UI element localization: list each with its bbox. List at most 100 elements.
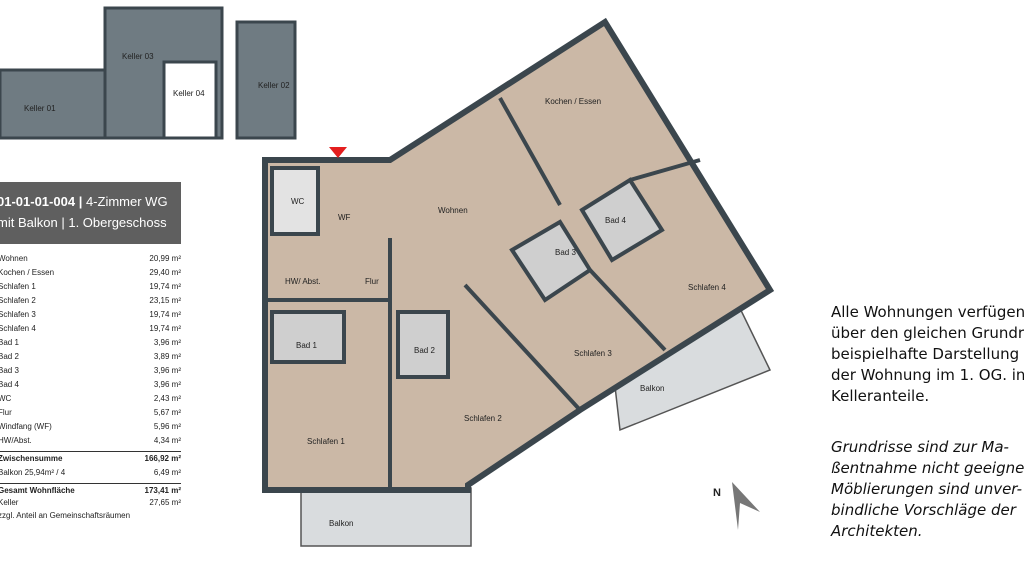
line: ßentnahme nicht geeignet. xyxy=(831,459,1024,477)
label: Balkon 25,94m² / 4 xyxy=(0,468,66,477)
room-name: Schlafen 1 xyxy=(0,282,36,291)
north-arrow-icon: N xyxy=(713,482,760,530)
room-name: Wohnen xyxy=(0,254,28,263)
label-schlafen4: Schlafen 4 xyxy=(688,283,726,292)
room-area: 3,89 m² xyxy=(153,352,181,361)
room-area: 3,96 m² xyxy=(153,380,181,389)
unit-header: 01-01-01-004 | 4-Zimmer WG mit Balkon | … xyxy=(0,182,181,244)
label-wohnen: Wohnen xyxy=(438,206,468,215)
label-keller01: Keller 01 xyxy=(24,104,56,113)
label-balkon-bottom: Balkon xyxy=(329,519,353,528)
label-wf: WF xyxy=(338,213,351,222)
cellar-note: zzgl. Anteil an Gemeinschaftsräumen xyxy=(0,509,181,523)
room-name: Schlafen 4 xyxy=(0,324,36,333)
label-flur: Flur xyxy=(365,277,379,286)
line: bindliche Vorschläge der xyxy=(831,501,1016,519)
room-row: Wohnen 20,99 m² xyxy=(0,252,181,266)
label-hw: HW/ Abst. xyxy=(285,277,321,286)
room-row: Bad 4 3,96 m² xyxy=(0,378,181,392)
room-name: Windfang (WF) xyxy=(0,422,52,431)
label-schlafen3: Schlafen 3 xyxy=(574,349,612,358)
room-name: Kochen / Essen xyxy=(0,268,55,277)
room-area: 19,74 m² xyxy=(149,310,181,319)
room-name: Bad 4 xyxy=(0,380,19,389)
unit-floor: 1. Obergeschoss xyxy=(68,215,167,230)
label-keller04: Keller 04 xyxy=(173,89,205,98)
room-area: 19,74 m² xyxy=(149,324,181,333)
room-row: Kochen / Essen 29,40 m² xyxy=(0,266,181,280)
value: 166,92 m² xyxy=(144,454,181,463)
value: 6,49 m² xyxy=(153,468,181,477)
sep: | xyxy=(78,194,83,209)
line: über den gleichen Grundriss, xyxy=(831,324,1024,342)
room-area: 4,34 m² xyxy=(153,436,181,445)
keller-04 xyxy=(162,60,218,140)
room-row: Windfang (WF) 5,96 m² xyxy=(0,420,181,434)
total-row: Gesamt Wohnfläche 173,41 m² xyxy=(0,484,181,498)
label-keller02: Keller 02 xyxy=(258,81,290,90)
label-bad4: Bad 4 xyxy=(605,216,626,225)
room-name: Schlafen 3 xyxy=(0,310,36,319)
label-bad2: Bad 2 xyxy=(414,346,435,355)
unit-feature: mit Balkon xyxy=(0,215,58,230)
line: Alle Wohnungen verfügen xyxy=(831,303,1024,321)
svg-text:N: N xyxy=(713,487,721,499)
value: 173,41 m² xyxy=(144,486,181,495)
area-table: Wohnen 20,99 m² Kochen / Essen 29,40 m² Schl… xyxy=(0,252,181,523)
label-bad1: Bad 1 xyxy=(296,341,317,350)
label-balkon-right: Balkon xyxy=(640,384,664,393)
room-row: WC 2,43 m² xyxy=(0,392,181,406)
line: Architekten. xyxy=(831,522,923,540)
label-schlafen1: Schlafen 1 xyxy=(307,437,345,446)
subtotal-row: Zwischensumme 166,92 m² xyxy=(0,452,181,466)
label: Zwischensumme xyxy=(0,454,63,463)
room-area: 23,15 m² xyxy=(149,296,181,305)
label-wc: WC xyxy=(291,197,305,206)
room-area: 5,96 m² xyxy=(153,422,181,431)
room-name: Bad 1 xyxy=(0,338,19,347)
note: zzgl. Anteil an Gemeinschaftsräumen xyxy=(0,511,131,520)
label: Gesamt Wohnfläche xyxy=(0,486,75,495)
label-keller03: Keller 03 xyxy=(122,52,154,61)
line: der Wohnung im 1. OG. inkl. xyxy=(831,366,1024,384)
line: beispielhafte Darstellung xyxy=(831,345,1020,363)
info-text: Alle Wohnungen verfügen über den gleiche… xyxy=(831,302,1024,407)
unit-id: 01-01-01-004 xyxy=(0,194,76,209)
room-name: WC xyxy=(0,394,12,403)
room-row: Schlafen 3 19,74 m² xyxy=(0,308,181,322)
room-area: 20,99 m² xyxy=(149,254,181,263)
line: Möblierungen sind unver- xyxy=(831,480,1023,498)
label-bad3: Bad 3 xyxy=(555,248,576,257)
room-name: Bad 3 xyxy=(0,366,19,375)
room-name: Schlafen 2 xyxy=(0,296,36,305)
line: Grundrisse sind zur Ma- xyxy=(831,438,1009,456)
sep: | xyxy=(61,215,65,230)
value: 27,65 m² xyxy=(149,498,181,507)
label-schlafen2: Schlafen 2 xyxy=(464,414,502,423)
room-row: Schlafen 1 19,74 m² xyxy=(0,280,181,294)
room-row: Schlafen 2 23,15 m² xyxy=(0,294,181,308)
line: Kelleranteile. xyxy=(831,387,930,405)
room-area: 3,96 m² xyxy=(153,338,181,347)
room-row: HW/Abst.4,34 m² xyxy=(0,434,181,448)
disclaimer-text: Grundrisse sind zur Ma- ßentnahme nicht … xyxy=(831,437,1024,542)
label: Keller xyxy=(0,498,19,507)
label-kochen: Kochen / Essen xyxy=(545,97,601,106)
room-area: 5,67 m² xyxy=(153,408,181,417)
room-area: 2,43 m² xyxy=(153,394,181,403)
room-name: Bad 2 xyxy=(0,352,19,361)
unit-type: 4-Zimmer WG xyxy=(85,194,168,209)
entry-marker xyxy=(329,147,347,158)
room-row: Bad 2 3,89 m² xyxy=(0,350,181,364)
room-area: 3,96 m² xyxy=(153,366,181,375)
balcony-bottom xyxy=(300,487,472,547)
room-area: 29,40 m² xyxy=(149,268,181,277)
room-row: Schlafen 4 19,74 m² xyxy=(0,322,181,336)
keller-02 xyxy=(235,20,297,140)
room-area: 19,74 m² xyxy=(149,282,181,291)
room-row: Bad 1 3,96 m² xyxy=(0,336,181,350)
room-row: Bad 3 3,96 m² xyxy=(0,364,181,378)
balcony-row: Balkon 25,94m² / 4 6,49 m² xyxy=(0,466,181,480)
